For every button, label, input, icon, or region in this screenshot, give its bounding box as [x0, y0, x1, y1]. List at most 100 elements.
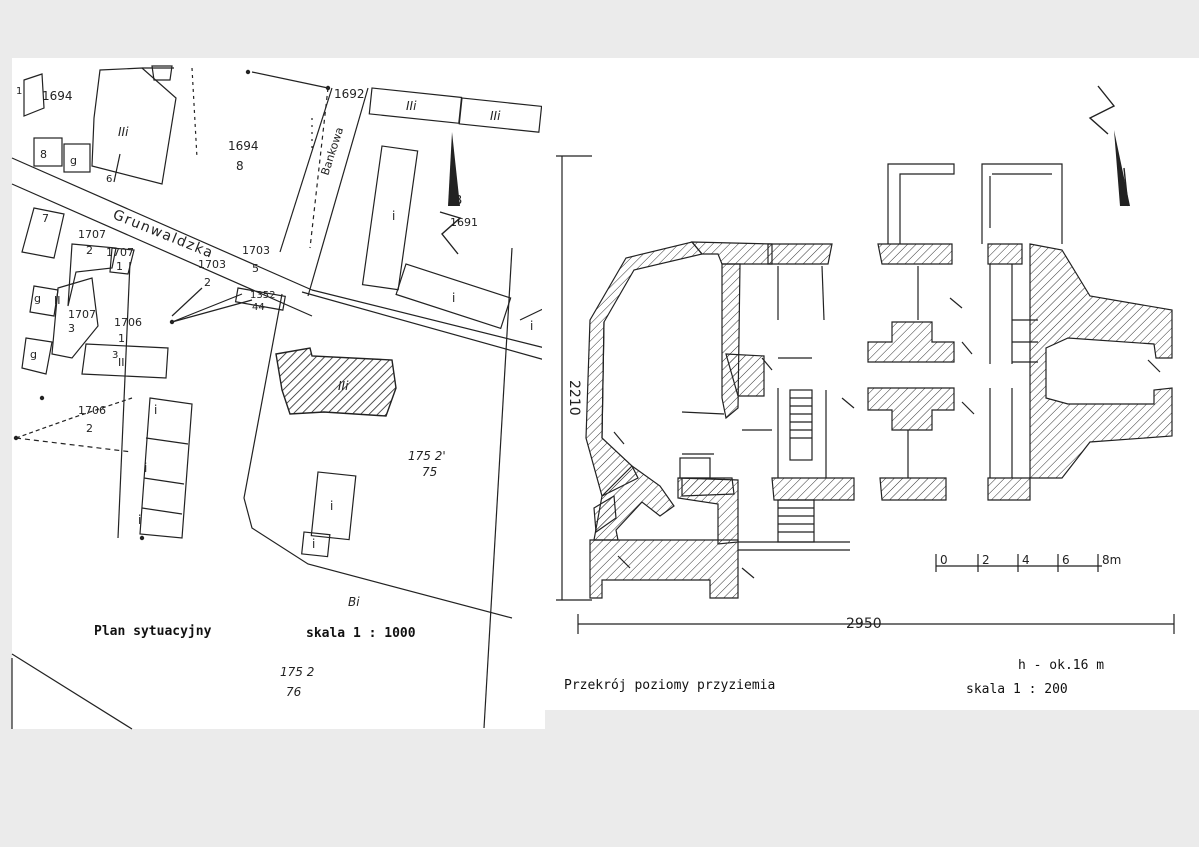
building-7: [21, 207, 65, 259]
building-g2: [29, 285, 59, 317]
bankowa-edge-east: [307, 87, 369, 297]
label-p1706-1-den: 1: [118, 332, 125, 345]
floor-plan-title: Przekrój poziomy przyziemia: [564, 678, 776, 693]
building-g3: [21, 337, 53, 375]
label-building-iii-hatched: IIi: [338, 379, 349, 393]
staircase-small: [679, 457, 711, 479]
label-street-bankowa: Bankowa: [318, 126, 346, 177]
label-p1694-center: 1694: [228, 139, 259, 153]
floor-plan-panel: 2950 2210 0 2 4 6 8m Przekrój poziomy pr…: [542, 58, 1199, 710]
north-arrow-left-icon: [448, 132, 460, 206]
label-p1691: 1691: [450, 216, 478, 229]
building-1707-2: [67, 243, 117, 307]
wall-north-3: [877, 243, 953, 265]
wall-south-3: [879, 477, 947, 501]
floor-plan-scale: skala 1 : 200: [966, 682, 1068, 697]
label-p1707-3-num: 1707: [68, 308, 96, 321]
staircase-entrance: [777, 499, 815, 543]
label-p1706-2-den: 2: [86, 422, 93, 435]
site-plan-panel: 1694 1694 8 1692 1691 B Grunwaldzka Bank…: [11, 58, 546, 730]
wall-north-4: [987, 243, 1023, 265]
label-building-i-c: i: [530, 319, 533, 333]
building-i-south-small: [301, 531, 331, 558]
bankowa-edge-west: [279, 87, 333, 253]
label-building-i-h: i: [312, 537, 315, 551]
wall-cross-1: [867, 321, 955, 363]
label-bi: Bi: [348, 595, 360, 609]
label-building-iii-top1: IIi: [406, 99, 417, 113]
label-building-ii-b: II: [118, 356, 125, 369]
label-p1694-tl: 1694: [42, 89, 73, 103]
label-p1692: 1692: [334, 87, 365, 101]
floor-plan-drawing: 2950 2210 0 2 4 6 8m: [556, 85, 1175, 634]
label-p1752-75-den: 75: [422, 465, 437, 479]
label-building-i-f: i: [138, 513, 141, 527]
scale-bar-tick-4: 4: [1022, 553, 1030, 567]
label-building-i-g: i: [330, 499, 333, 513]
site-plan-title: Plan sytuacyjny: [94, 624, 212, 639]
label-p1707-1-num: 1707: [106, 246, 134, 259]
wall-sw-corner: [593, 494, 617, 534]
north-arrow-right-icon: [1114, 130, 1130, 206]
building-i-bankowa: [361, 145, 419, 291]
label-p1706-2-num: 1706: [78, 404, 106, 417]
label-building-g-c: g: [30, 348, 37, 361]
wall-cross-2: [867, 387, 955, 431]
building-1707-1: [109, 247, 135, 275]
wall-south-4: [987, 477, 1031, 501]
building-iii-top2: [458, 97, 543, 133]
building-i-long: [139, 397, 193, 539]
street-edge-south-east: [301, 291, 546, 361]
street-edge-south: [11, 183, 313, 317]
label-p1752-76-num: 175 2: [280, 665, 314, 679]
site-plan-drawing: 1694 1694 8 1692 1691 B Grunwaldzka Bank…: [11, 65, 546, 730]
label-p1707-2-num: 1707: [78, 228, 106, 241]
building-ii-a: [51, 277, 99, 359]
parcel-boundary-main: [243, 293, 513, 619]
building-g1: [63, 143, 91, 173]
label-building-8: 8: [40, 148, 47, 161]
building-8: [33, 137, 63, 167]
wall-north-2: [767, 243, 833, 265]
label-building-ii-a: II: [54, 294, 61, 307]
wall-north-room-1: [887, 163, 955, 244]
label-p1707-3-den: 3: [68, 322, 75, 335]
wall-sw-annex: [589, 539, 739, 599]
building-iii-left: [91, 67, 177, 185]
label-p1352-num: 1352: [250, 290, 275, 301]
building-ii-b: [81, 343, 169, 379]
staircase-inner: [789, 389, 813, 461]
label-building-7: 7: [42, 212, 49, 225]
wall-interior-2: [725, 353, 765, 397]
scale-bar-tick-8m: 8m: [1102, 553, 1121, 567]
wall-sw-block: [677, 477, 739, 545]
building-i-south: [310, 471, 357, 541]
label-building-iii-left: IIi: [118, 125, 129, 139]
label-p1694-center-sub: 8: [236, 159, 244, 173]
street-edge-north: [11, 157, 313, 291]
label-p1752-75-num: 175 2': [408, 449, 446, 463]
floor-plan-height-note: h - ok.16 m: [1018, 658, 1105, 673]
site-plan-scale: skala 1 : 1000: [306, 626, 416, 641]
label-p1752-76-den: 76: [286, 685, 302, 699]
building-small-tl: [23, 73, 45, 117]
scale-bar-tick-2: 2: [982, 553, 990, 567]
wall-east-apse: [1029, 243, 1173, 479]
scale-bar-tick-0: 0: [940, 553, 948, 567]
label-building-g-a: g: [70, 154, 77, 167]
building-top-notch: [151, 65, 173, 81]
label-building-iii-top2: IIi: [490, 109, 501, 123]
small-shed-1352: [234, 287, 286, 311]
scale-bar-tick-6: 6: [1062, 553, 1070, 567]
label-p1703-2-num: 1703: [198, 258, 226, 271]
label-building-6: 6: [106, 174, 112, 185]
label-building-i-a: i: [392, 209, 395, 223]
label-p1706-1-num: 1706: [114, 316, 142, 329]
label-p1707-2-den: 2: [86, 244, 93, 257]
label-building-i-b: i: [452, 291, 455, 305]
label-p1703-2-den: 2: [204, 276, 211, 289]
label-building-3: 3: [112, 350, 118, 361]
label-building-i-d: i: [154, 403, 157, 417]
label-p1703-5-den: 5: [252, 262, 259, 275]
